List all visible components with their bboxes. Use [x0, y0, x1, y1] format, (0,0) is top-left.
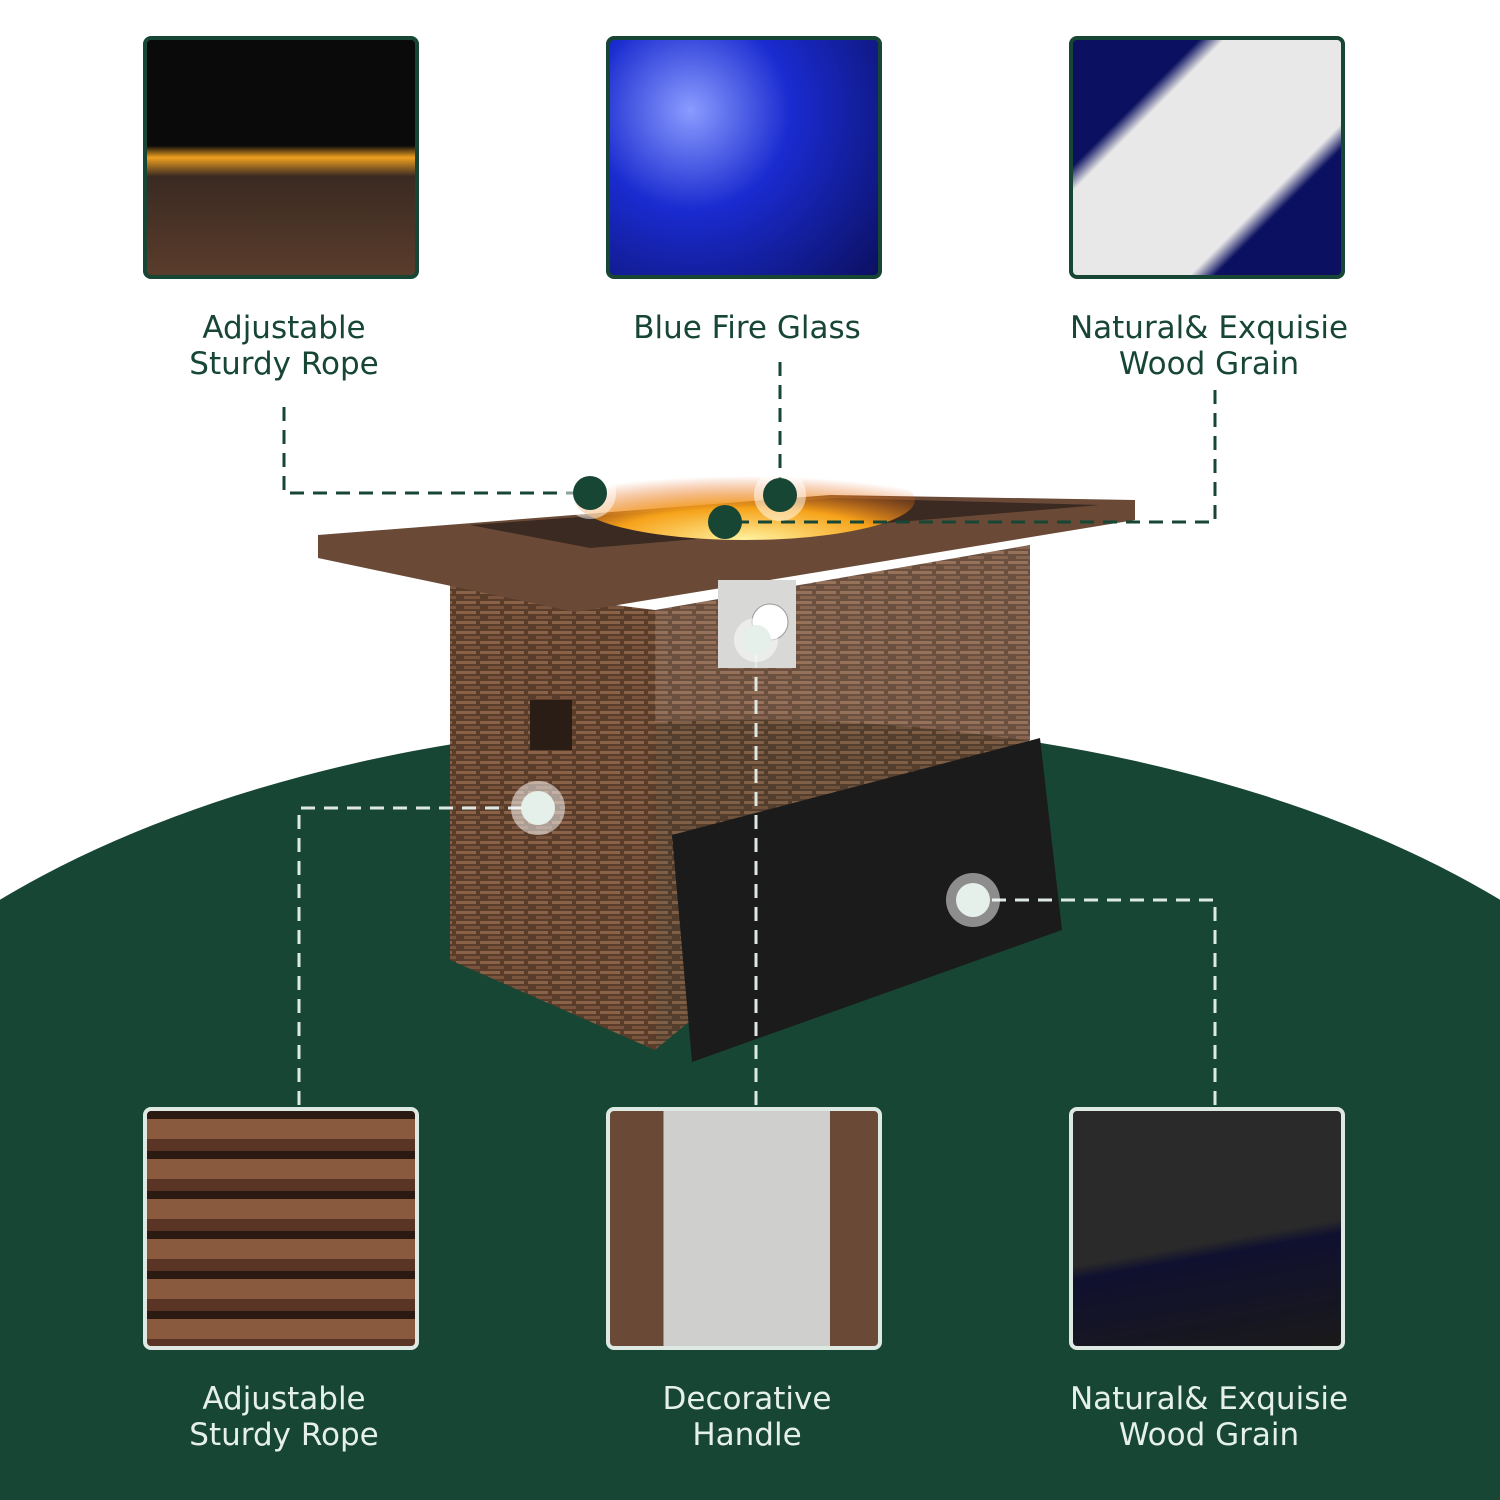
bottom-connectors	[297, 640, 1217, 1105]
feature-image-blue-glass	[606, 36, 882, 279]
hotspot-dots	[511, 467, 1000, 927]
top-connectors	[282, 362, 1217, 524]
feature-image-ignition-knob	[606, 1107, 882, 1350]
fire-pit-table	[318, 460, 1135, 1062]
feature-image-lid-cover	[1069, 1107, 1345, 1350]
feature-image-flame-burner	[143, 36, 419, 279]
feature-image-burner-plate	[1069, 36, 1345, 279]
feature-image-wicker-weave	[143, 1107, 419, 1350]
feature-caption-2: Blue Fire Glass	[633, 310, 861, 346]
